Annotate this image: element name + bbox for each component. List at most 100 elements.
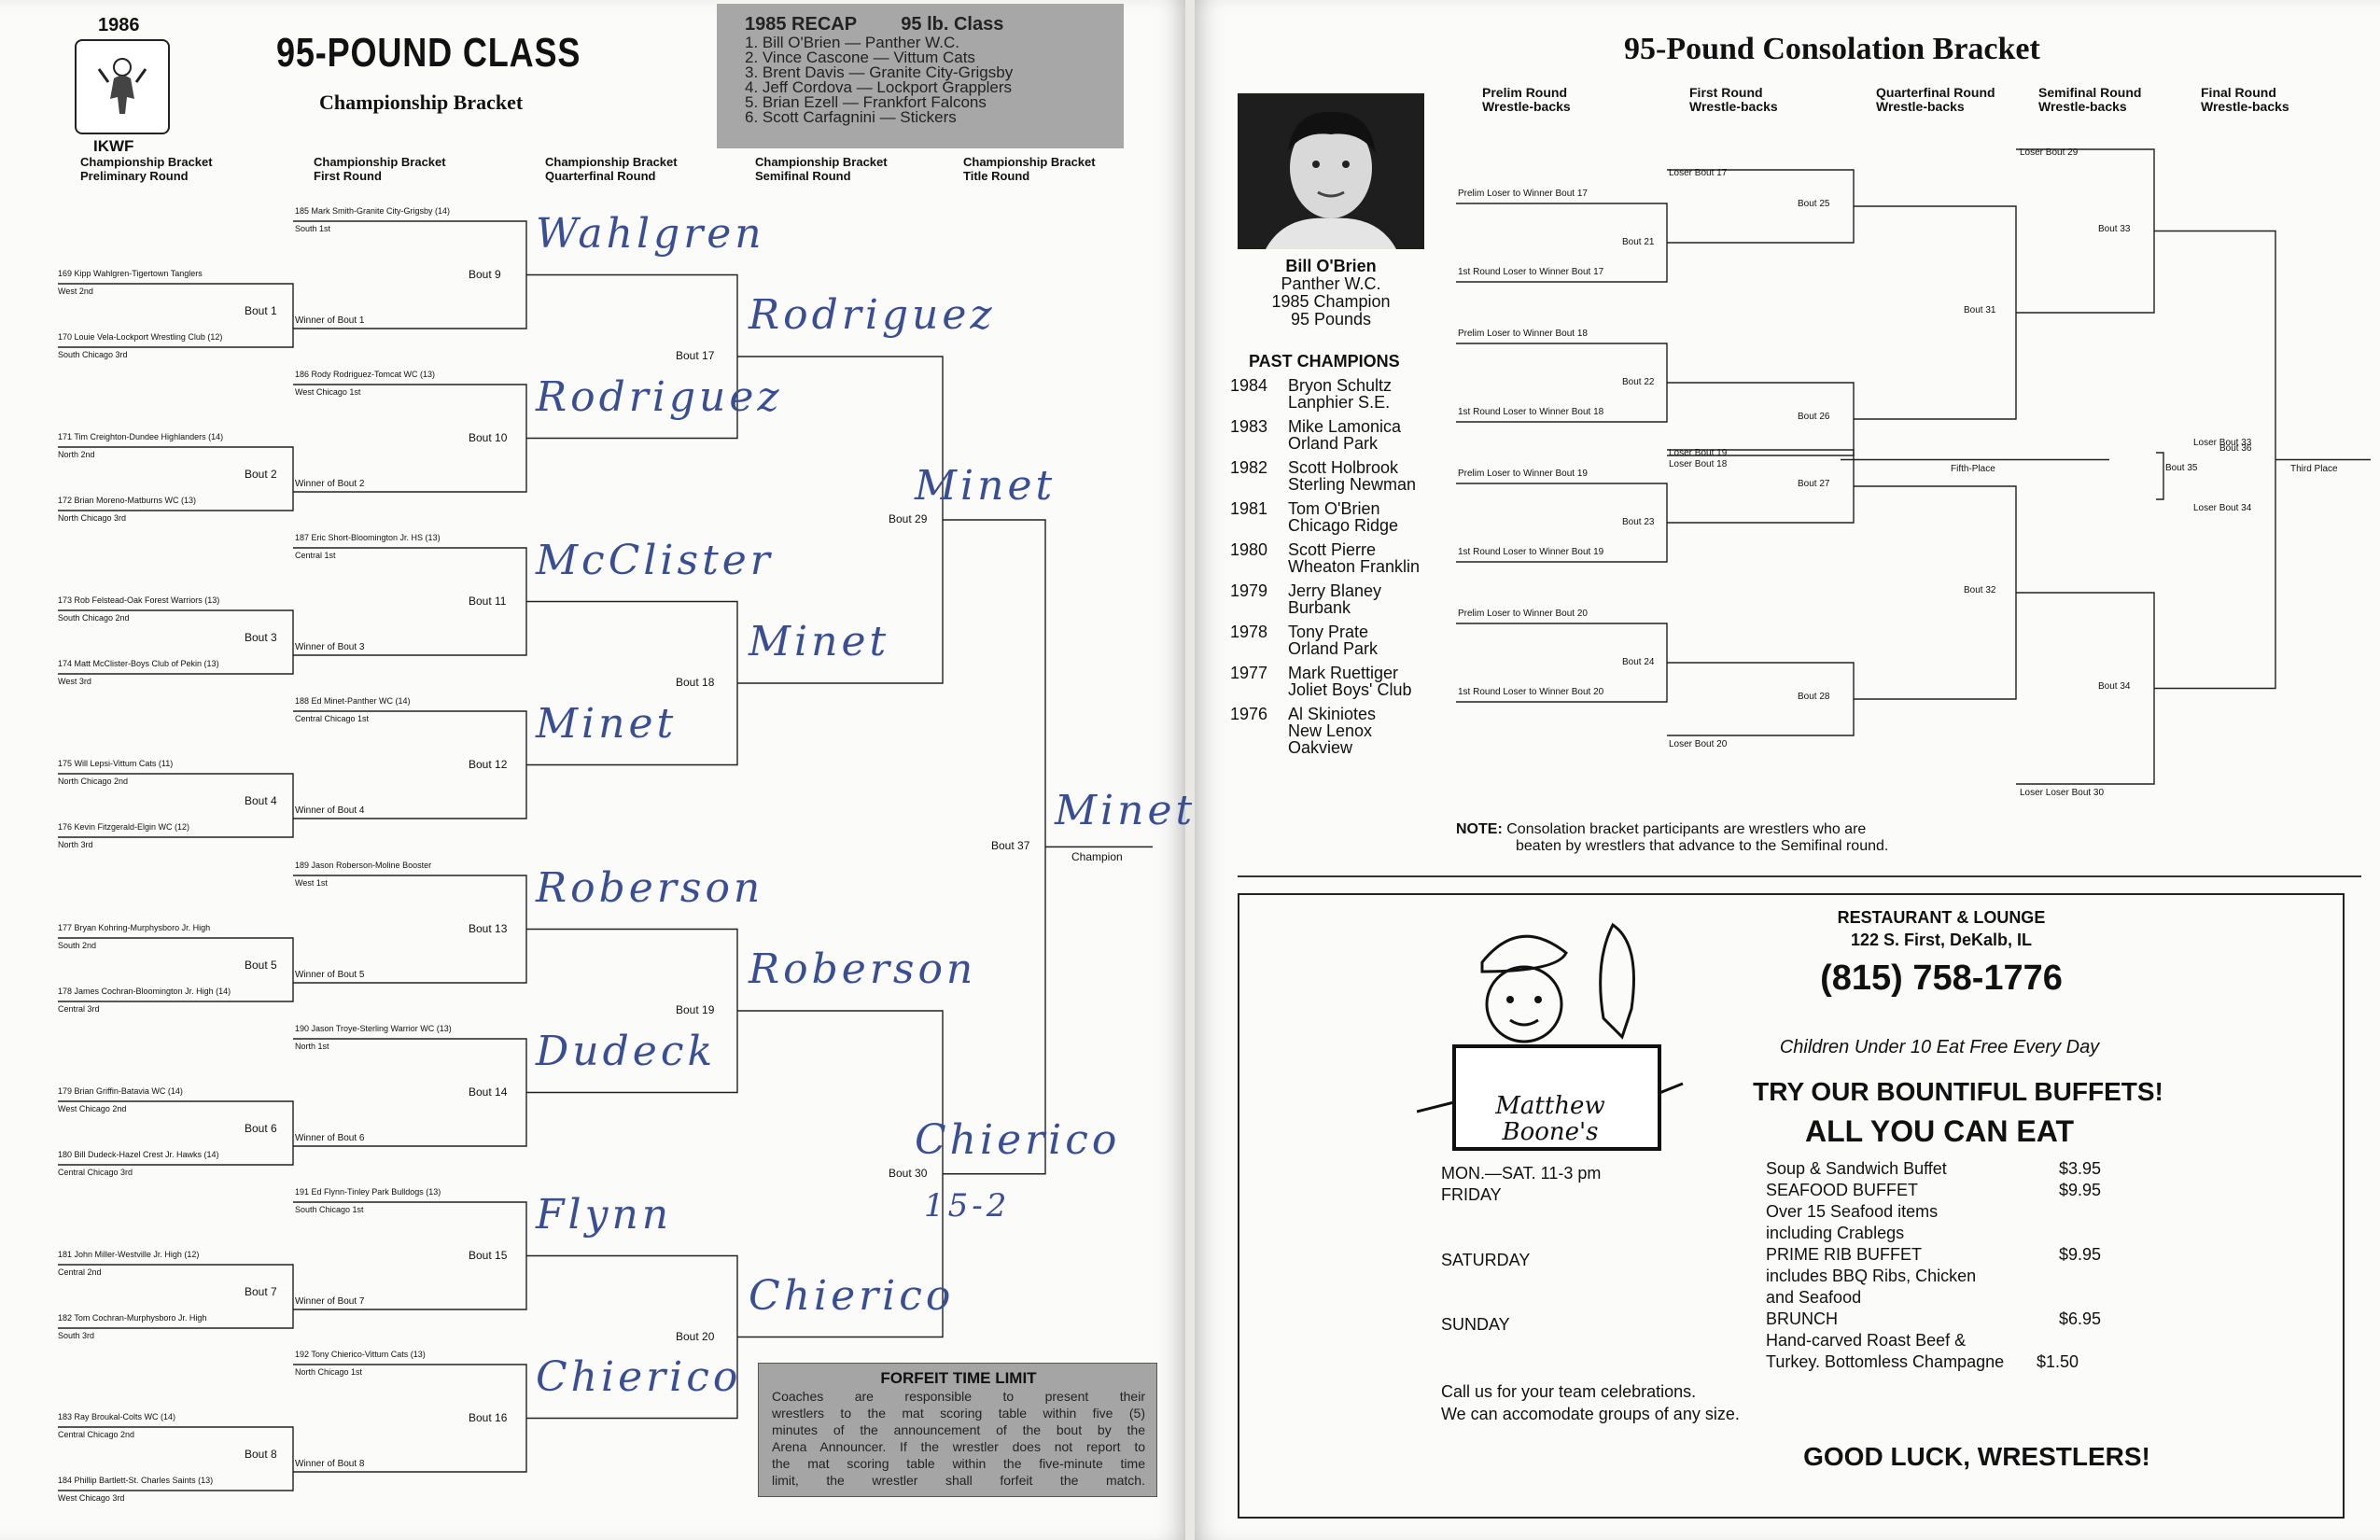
menu-item: SEAFOOD BUFFET xyxy=(1766,1181,1919,1199)
past-year: 1976 xyxy=(1230,705,1268,723)
menu-item: Turkey. Bottomless Champagne xyxy=(1766,1352,2005,1371)
forfeit-line: limit, the wrestler shall forfeit the ma… xyxy=(772,1473,1145,1488)
past-champions-title: PAST CHAMPIONS xyxy=(1249,352,1400,371)
wrestler-icon xyxy=(97,58,147,114)
loser-label: Loser Bout 18 xyxy=(1669,459,1728,469)
prelim-wrestler-b: 184 Phillip Bartlett-St. Charles Saints … xyxy=(58,1476,214,1485)
seeded-wrestler: 186 Rody Rodriguez-Tomcat WC (13) xyxy=(295,370,436,379)
prelim-bout-number: Bout 5 xyxy=(245,959,277,972)
schedule-day: FRIDAY xyxy=(1441,1185,1502,1204)
prelim-wrestler-a: 179 Brian Griffin-Batavia WC (14) xyxy=(58,1086,183,1096)
forfeit-line: Arena Announcer. If the wrestler does no… xyxy=(772,1439,1145,1454)
prelim-wrestler-a: 183 Ray Broukal-Colts WC (14) xyxy=(58,1412,176,1421)
loser-label: Loser Bout 17 xyxy=(1669,168,1728,178)
cons-prelim-top: Prelim Loser to Winner Bout 20 xyxy=(1458,609,1588,619)
bout-number: Bout 16 xyxy=(469,1410,508,1424)
ad-header: RESTAURANT & LOUNGE 122 S. First, DeKalb… xyxy=(1717,906,2165,951)
ad-name: RESTAURANT & LOUNGE xyxy=(1837,908,2046,927)
portrait-icon xyxy=(1238,93,1424,249)
menu-item: Soup & Sandwich Buffet xyxy=(1766,1159,1947,1178)
prelim-section-b: South Chicago 3rd xyxy=(58,350,128,359)
handwritten-champion: Minet xyxy=(1055,787,1197,835)
past-year: 1983 xyxy=(1230,417,1268,436)
ad-try: TRY OUR BOUNTIFUL BUFFETS! xyxy=(1753,1077,2163,1106)
bout-number: Bout 33 xyxy=(2098,223,2131,234)
seeded-wrestler: 187 Eric Short-Bloomington Jr. HS (13) xyxy=(295,533,441,542)
ad-all-you-can-eat: ALL YOU CAN EAT xyxy=(1804,1114,2074,1148)
seeded-section: North Chicago 1st xyxy=(295,1367,363,1377)
recap-title: 1985 RECAP xyxy=(745,14,857,35)
past-year: 1977 xyxy=(1230,664,1268,682)
prelim-section-a: West 2nd xyxy=(58,287,93,296)
recap-item: 4. Jeff Cordova — Lockport Grapplers xyxy=(745,78,1012,96)
prelim-section-b: West 3rd xyxy=(58,677,91,686)
recap-item: 1. Bill O'Brien — Panther W.C. xyxy=(745,34,959,51)
championship-bracket-lines xyxy=(58,220,1153,1491)
seeded-section: North 1st xyxy=(295,1042,329,1051)
bout-number: Bout 26 xyxy=(1798,412,1830,422)
round-header-line: Title Round xyxy=(963,169,1030,183)
seeded-section: West 1st xyxy=(295,878,328,888)
third-place-label: Third Place xyxy=(2290,463,2338,474)
fifth-place-bracket xyxy=(2156,452,2164,500)
recap-item: 3. Brent Davis — Granite City-Grigsby xyxy=(745,63,1014,81)
bout-number: Bout 17 xyxy=(676,349,715,362)
round-header-line: Championship Bracket xyxy=(314,155,446,169)
cons-prelim-top: Prelim Loser to Winner Bout 17 xyxy=(1458,189,1588,199)
bout-number: Bout 18 xyxy=(676,676,715,689)
restaurant-ad: Matthew Boone's RESTAURANT & LOUNGE 122 … xyxy=(1238,893,2345,1519)
winner-of-bout: Winner of Bout 5 xyxy=(295,970,365,980)
bout-number: Bout 12 xyxy=(469,757,508,771)
handwritten-winner: Roberson xyxy=(749,945,977,993)
prelim-section-b: West Chicago 3rd xyxy=(58,1493,125,1503)
bout-number: Bout 11 xyxy=(469,594,507,608)
seeded-wrestler: 192 Tony Chierico-Vittum Cats (13) xyxy=(295,1350,426,1359)
prelim-section-b: North 3rd xyxy=(58,840,93,849)
cons-semi-bracket xyxy=(2016,148,2155,314)
header-line: Wrestle-backs xyxy=(1482,99,1571,114)
prelim-section-a: West Chicago 2nd xyxy=(58,1104,127,1113)
seeded-section: South 1st xyxy=(295,224,331,233)
prelim-bracket xyxy=(58,773,294,838)
winner-of-bout: Winner of Bout 7 xyxy=(295,1296,365,1307)
prelim-section-b: Central 3rd xyxy=(58,1004,100,1014)
prelim-bracket xyxy=(58,1426,294,1491)
recap-item: 5. Brian Ezell — Frankfort Falcons xyxy=(745,93,987,111)
menu-item: Hand-carved Roast Beef & xyxy=(1766,1331,1967,1350)
cons-prelim-bottom: 1st Round Loser to Winner Bout 17 xyxy=(1458,267,1604,277)
cons-final-bracket xyxy=(2154,230,2276,690)
prelim-wrestler-b: 172 Brian Moreno-Matburns WC (13) xyxy=(58,496,197,505)
menu-item: BRUNCH xyxy=(1766,1309,1839,1328)
round-header-line: Championship Bracket xyxy=(80,155,213,169)
page-title: 95-POUND CLASS xyxy=(276,30,581,76)
seeded-section: Central 1st xyxy=(295,551,336,560)
forfeit-title: FORFEIT TIME LIMIT xyxy=(880,1369,1037,1387)
header-line: Wrestle-backs xyxy=(1876,99,1965,114)
prelim-bracket xyxy=(58,937,294,1002)
seeded-wrestler: 191 Ed Flynn-Tinley Park Bulldogs (13) xyxy=(295,1187,441,1197)
prelim-wrestler-b: 182 Tom Cochran-Murphysboro Jr. High xyxy=(58,1313,207,1323)
bout-number: Bout 10 xyxy=(469,430,508,444)
matthew-boones-logo xyxy=(1417,922,1684,1151)
schedule-day: SUNDAY xyxy=(1441,1315,1510,1334)
prelim-wrestler-a: 177 Bryan Kohring-Murphysboro Jr. High xyxy=(58,923,211,932)
bout-number: Bout 29 xyxy=(889,512,928,525)
round-header-line: Championship Bracket xyxy=(963,155,1096,169)
ad-address: 122 S. First, DeKalb, IL xyxy=(1850,931,2033,949)
prelim-wrestler-a: 173 Rob Felstead-Oak Forest Warriors (13… xyxy=(58,595,220,605)
prelim-bout-number: Bout 6 xyxy=(245,1122,277,1135)
header-line: First Round xyxy=(1689,85,1763,100)
left-page: 1986 IKWF 95-POUND CLASS Championship Br… xyxy=(0,0,1192,1540)
bout-number: Bout 35 xyxy=(2165,463,2198,473)
bout-number: Bout 36 xyxy=(2219,442,2252,454)
past-club: Lanphier S.E. xyxy=(1288,393,1391,412)
champion-name: Bill O'Brien xyxy=(1285,257,1377,275)
seeded-wrestler: 190 Jason Troye-Sterling Warrior WC (13) xyxy=(295,1024,452,1033)
prelim-section-b: Central Chicago 3rd xyxy=(58,1168,133,1177)
prelim-wrestler-a: 181 John Miller-Westville Jr. High (12) xyxy=(58,1250,200,1259)
cons-prelim-bottom: 1st Round Loser to Winner Bout 20 xyxy=(1458,687,1604,697)
